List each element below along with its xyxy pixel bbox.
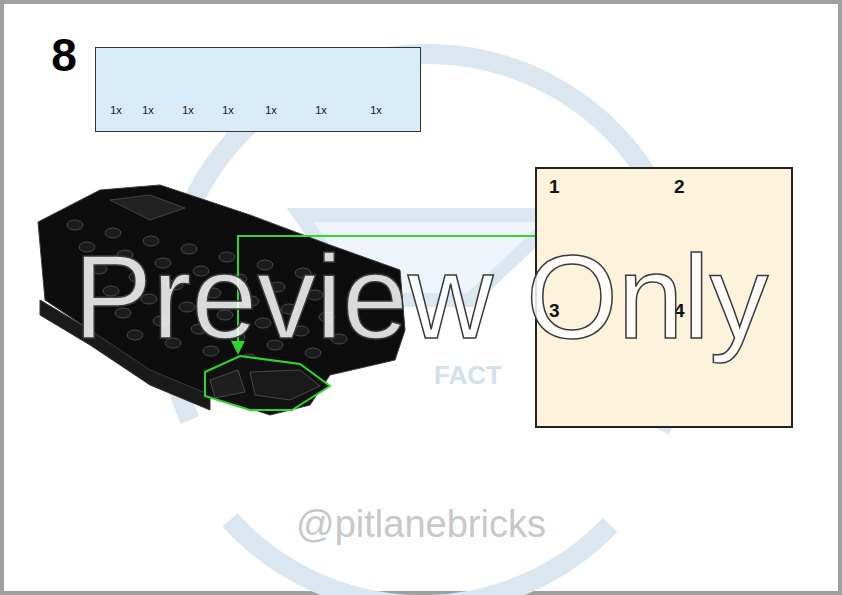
substep-number: 1 xyxy=(549,177,560,196)
substep-number: 2 xyxy=(674,177,685,196)
part-quantity: 1x xyxy=(142,105,154,116)
part-quantity: 1x xyxy=(110,105,122,116)
step-number: 8 xyxy=(51,32,77,78)
part-quantity: 1x xyxy=(315,105,327,116)
parts-list-box: 1x 1x 1x 1x 1x 1x 1x xyxy=(95,47,421,132)
preview-watermark: Preview Only xyxy=(73,238,768,356)
handle-watermark: @pitlanebricks xyxy=(296,505,546,543)
logo-watermark-text: FACT xyxy=(434,362,502,388)
part-quantity: 1x xyxy=(265,105,277,116)
part-quantity: 1x xyxy=(182,105,194,116)
part-quantity: 1x xyxy=(222,105,234,116)
part-quantity: 1x xyxy=(370,105,382,116)
